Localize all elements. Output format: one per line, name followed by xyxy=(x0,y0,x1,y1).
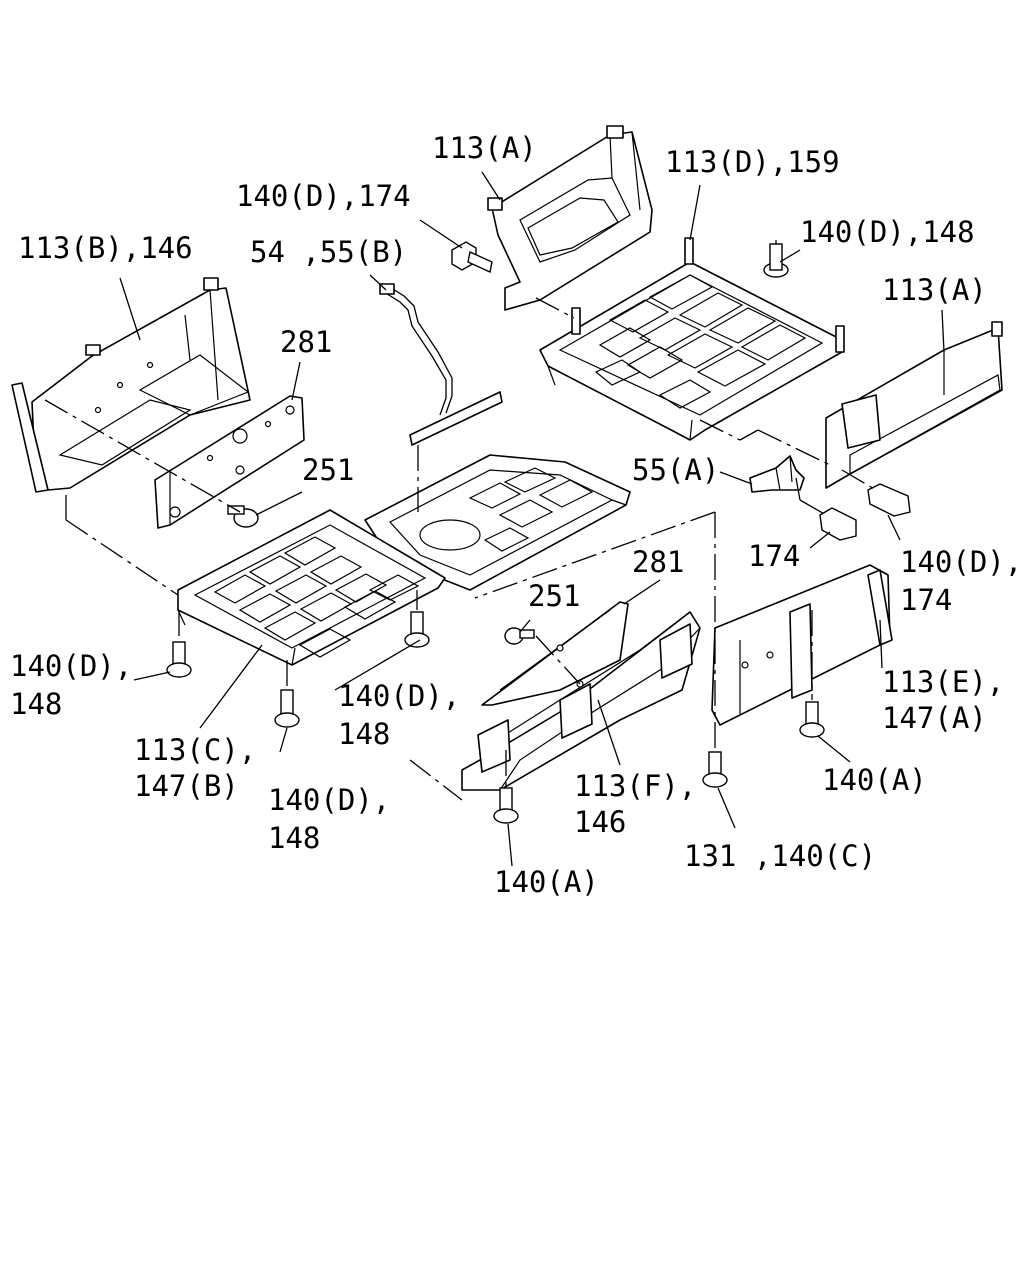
screw-251-left xyxy=(227,505,259,528)
leader-lines xyxy=(119,171,945,867)
callout-140a-right: 140(A) xyxy=(822,763,927,797)
bolt-140d-148-a xyxy=(166,641,192,678)
callout-113e-147a-line2: 147(A) xyxy=(882,701,987,735)
part-bracket-55a xyxy=(749,455,805,493)
callout-140a-bottom: 140(A) xyxy=(494,865,599,899)
part-guard-left-inner xyxy=(154,395,305,529)
part-rail-right xyxy=(825,321,1003,489)
callout-140d-148-left-line1: 140(D), xyxy=(10,649,132,683)
part-guard-upper-center xyxy=(487,125,653,311)
callout-140d-148-mid-line2: 148 xyxy=(338,717,390,751)
callout-140d-148-upper-right: 140(D),148 xyxy=(800,215,975,249)
callout-113c-147b-line2: 147(B) xyxy=(134,769,239,803)
callout-113e-147a-line1: 113(E), xyxy=(882,665,1004,699)
bolt-140d-174-upper xyxy=(451,241,493,274)
part-rail-lower-center xyxy=(461,611,701,791)
callout-140d-148-left-line2: 148 xyxy=(10,687,62,721)
callout-113f-146-line1: 113(F), xyxy=(574,769,696,803)
screw-251-center xyxy=(504,627,535,645)
callout-140d-148-bottom-line1: 140(D), xyxy=(268,783,390,817)
bolt-131-140c xyxy=(702,751,728,788)
part-guard-left xyxy=(11,277,251,493)
callout-55a: 55(A) xyxy=(632,453,719,487)
callout-113b-146: 113(B),146 xyxy=(18,231,193,265)
part-plate-center xyxy=(364,454,631,591)
callout-113c-147b-line1: 113(C), xyxy=(134,733,256,767)
bolt-140d-148-upper-right xyxy=(763,243,789,278)
part-bracket-54-55b xyxy=(379,283,503,446)
callout-113d-159: 113(D),159 xyxy=(665,145,840,179)
callout-labels: 113(A) 113(D),159 140(D),174 140(D),148 … xyxy=(10,131,1022,899)
callout-113f-146-line2: 146 xyxy=(574,805,626,839)
bolt-140a-bottom xyxy=(493,787,519,824)
callout-113a-right: 113(A) xyxy=(882,273,987,307)
callout-140d-174-right-line2: 174 xyxy=(900,583,952,617)
callout-281-center: 281 xyxy=(632,545,684,579)
callout-281-left: 281 xyxy=(280,325,332,359)
callout-251-left: 251 xyxy=(302,453,354,487)
part-guard-lower-right xyxy=(711,564,893,726)
part-tray-upper-right xyxy=(539,237,845,441)
bolt-140d-174-right xyxy=(867,483,911,517)
callout-174-right: 174 xyxy=(748,539,800,573)
callout-140d-174-upper: 140(D),174 xyxy=(236,179,411,213)
bolt-140d-148-c xyxy=(274,689,300,728)
bolt-140d-148-b xyxy=(404,611,430,648)
callout-113a-upper: 113(A) xyxy=(432,131,537,165)
callout-54-55b: 54 ,55(B) xyxy=(250,235,407,269)
assembly-lines xyxy=(44,240,877,801)
bolt-140a-right xyxy=(799,701,825,738)
callout-131-140c: 131 ,140(C) xyxy=(684,839,876,873)
callout-140d-148-bottom-line2: 148 xyxy=(268,821,320,855)
part-tray-lower-left xyxy=(177,509,446,666)
callout-140d-148-mid-line1: 140(D), xyxy=(338,679,460,713)
callout-140d-174-right-line1: 140(D), xyxy=(900,545,1022,579)
callout-251-center: 251 xyxy=(528,579,580,613)
